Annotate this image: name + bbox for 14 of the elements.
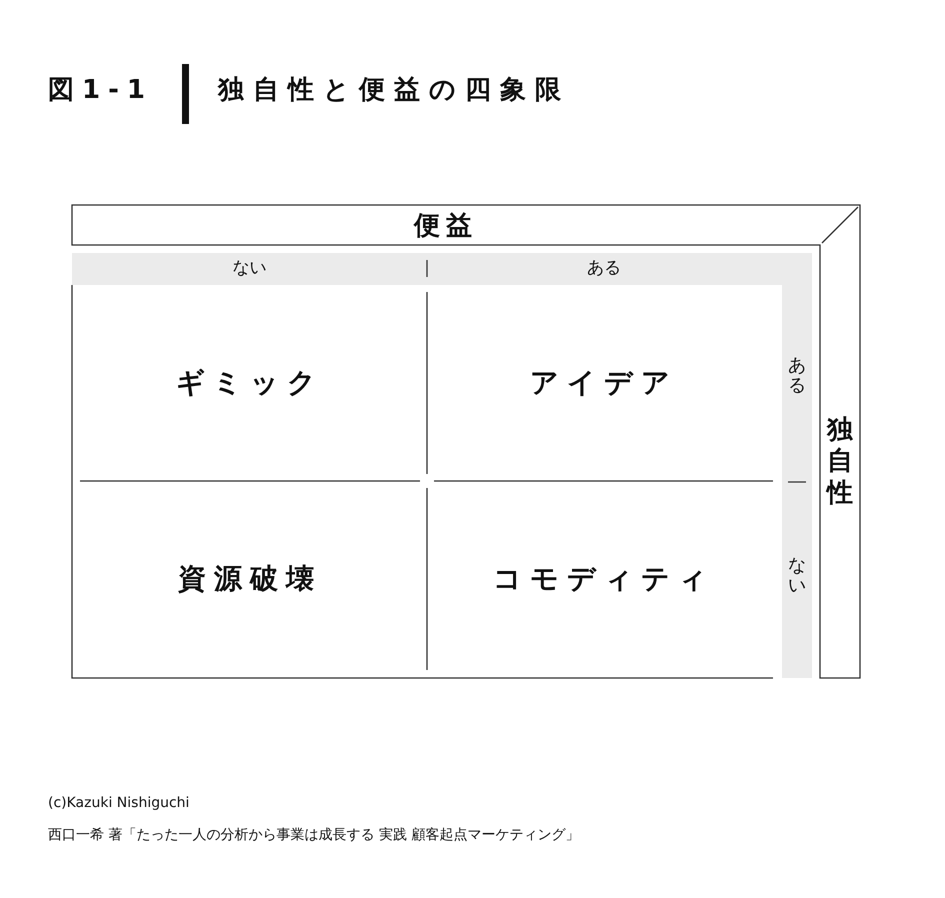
- axis-title: 独自性: [827, 415, 853, 509]
- axis-label: ある: [586, 257, 622, 279]
- axis-title: 便益: [414, 210, 478, 242]
- axis-label: ない: [788, 556, 806, 596]
- quadrant-label: コモディティ: [493, 561, 715, 597]
- figure-number: 図1-1: [48, 74, 153, 107]
- axis-label: ない: [232, 257, 268, 279]
- quadrant-label: アイデア: [530, 365, 678, 401]
- diagram-title: 独自性と便益の四象限: [218, 74, 570, 107]
- copyright-note: (c)Kazuki Nishiguchi: [48, 795, 190, 811]
- quadrant-label: 資源破壊: [178, 561, 322, 597]
- axis-label: ある: [788, 356, 806, 396]
- source-note: 西口一希 著「たった一人の分析から事業は成長する 実践 顧客起点マーケティング」: [48, 826, 580, 844]
- quadrant-label: ギミック: [176, 365, 324, 401]
